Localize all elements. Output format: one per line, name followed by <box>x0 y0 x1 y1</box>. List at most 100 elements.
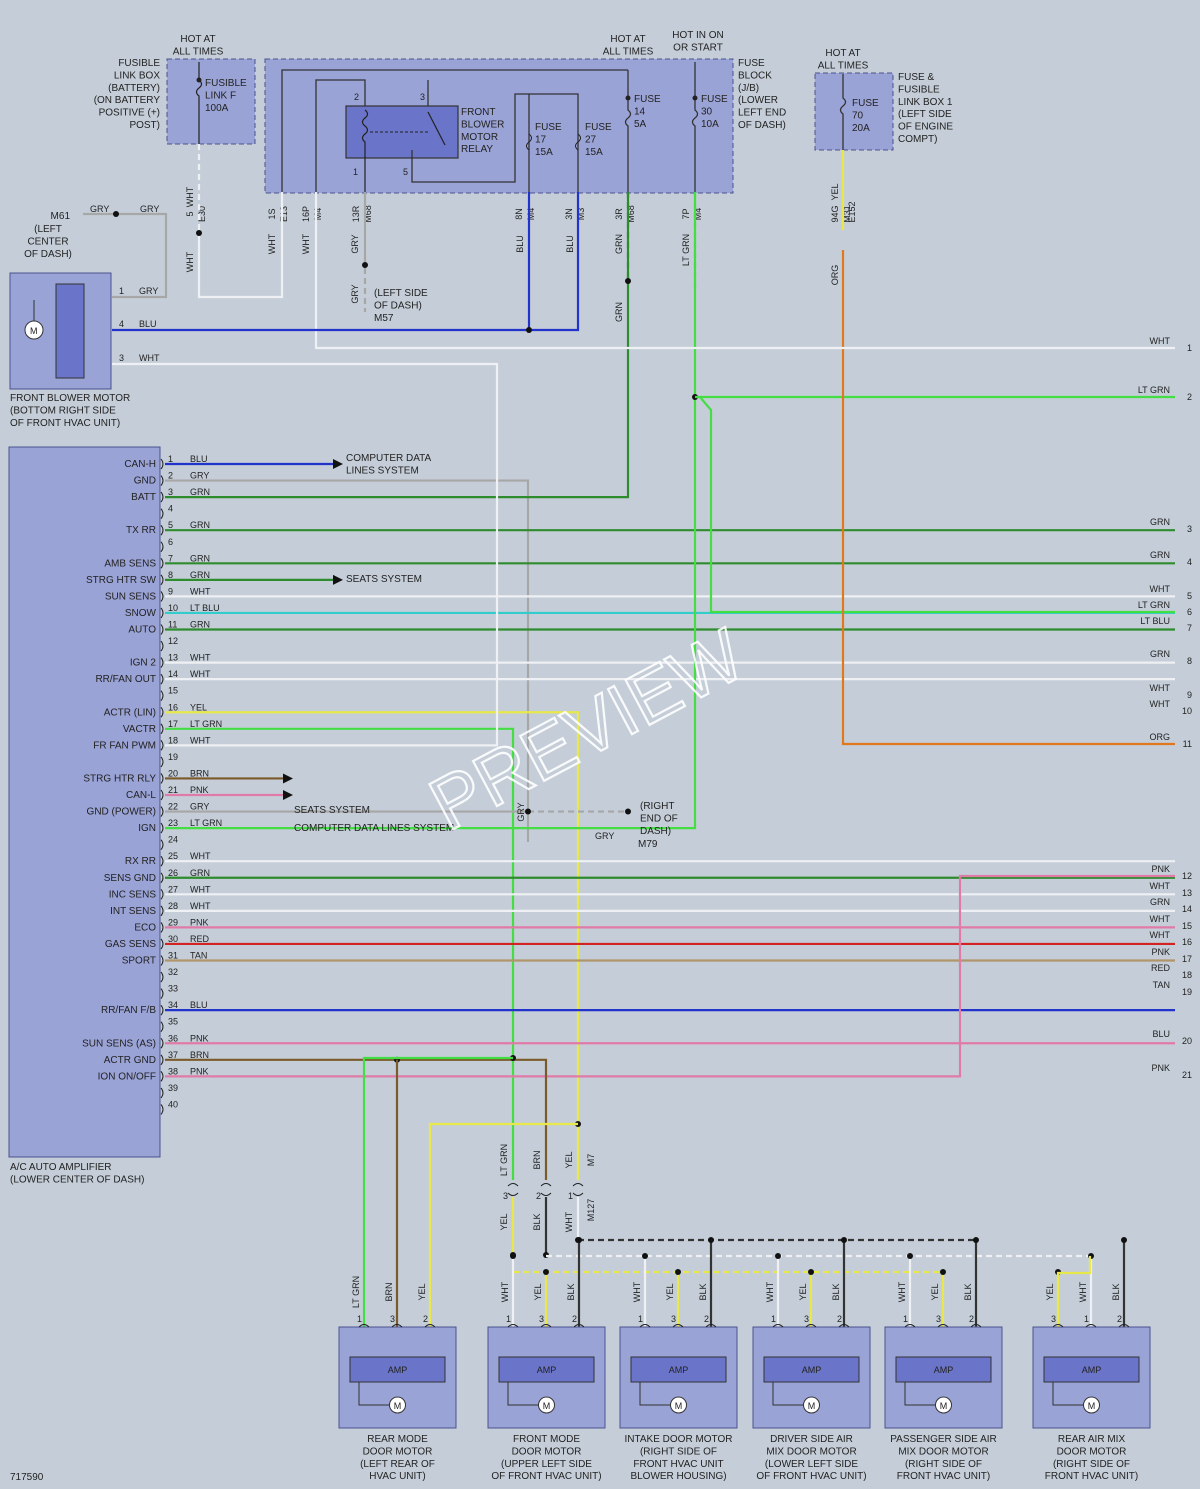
door-motor-terminal <box>937 1324 949 1328</box>
amp-pin-label: STRG HTR SW <box>86 575 157 586</box>
right-edge-number: 12 <box>1182 871 1192 881</box>
pin-terminal <box>160 1037 164 1049</box>
wire <box>165 727 515 1180</box>
wire-color-label: GRY <box>90 204 109 214</box>
pin-terminal <box>160 491 164 503</box>
amp-wire-color: YEL <box>190 702 207 712</box>
amp-pin-label: STRG HTR RLY <box>83 773 156 784</box>
amp-pin-number: 32 <box>168 967 178 977</box>
amp-pin-label: SPORT <box>122 956 156 967</box>
connector-pin: 16P <box>301 206 311 222</box>
door-motor-pin: 1 <box>1084 1314 1089 1324</box>
door-motor-terminal <box>805 1324 817 1328</box>
right-edge-number: 18 <box>1182 970 1192 980</box>
pin-terminal <box>160 1054 164 1066</box>
connector-pin: 3R <box>614 208 624 220</box>
pin-terminal <box>160 1104 164 1115</box>
door-motor-pin: 1 <box>771 1314 776 1324</box>
amp-pin-label: IGN <box>138 823 156 834</box>
wire <box>165 711 580 1180</box>
wire <box>165 1058 548 1180</box>
right-edge-color: PNK <box>1151 947 1170 957</box>
m127-terminal <box>540 1183 552 1196</box>
right-edge-color: TAN <box>1153 980 1170 990</box>
right-edge-number: 19 <box>1182 987 1192 997</box>
junction-dot <box>625 808 631 815</box>
amp-pin-number: 40 <box>168 1099 178 1109</box>
door-motor-pin: 1 <box>506 1314 511 1324</box>
pin-terminal <box>160 607 164 619</box>
amp-pin-number: 8 <box>168 570 173 580</box>
motor-leads <box>1052 1382 1084 1406</box>
junction-dot <box>526 327 532 333</box>
connector-code: M31 <box>842 205 852 223</box>
amp-wire-color: GRY <box>190 471 209 481</box>
wire <box>314 192 1175 350</box>
wire <box>362 1056 513 1330</box>
m79-label: M79 <box>638 839 658 850</box>
amp-pin-number: 33 <box>168 984 178 994</box>
wire-color-label: BLU <box>565 235 575 253</box>
wire <box>83 212 168 299</box>
relay-switch-arm <box>427 111 446 146</box>
junction-dot <box>775 1253 781 1259</box>
amp-pin-label: RR/FAN F/B <box>101 1005 156 1016</box>
wire-color-label: GRY <box>350 284 360 303</box>
amp-wire-color: WHT <box>190 884 211 894</box>
wire-color-label: GRY <box>516 802 526 821</box>
door-motor-terminal <box>540 1324 552 1328</box>
pin-terminal <box>160 773 164 784</box>
connector-code: E152 <box>847 201 857 222</box>
amp-pin-label: ION ON/OFF <box>98 1071 156 1082</box>
right-edge-number: 6 <box>1187 607 1192 617</box>
connector-code: M68 <box>626 205 636 223</box>
m127-pin: 3 <box>503 1191 508 1201</box>
relay-feed <box>315 79 366 192</box>
amp-pin-number: 13 <box>168 653 178 663</box>
wire-color-label: ORG <box>830 265 840 286</box>
door-motor-pin: 1 <box>903 1314 908 1324</box>
door-motor-terminal <box>838 1324 850 1328</box>
relay-switch-output <box>411 93 579 192</box>
motor-m: M <box>940 1401 948 1411</box>
amp-pin-number: 6 <box>168 537 173 547</box>
pin-terminal <box>160 988 164 999</box>
right-edge-number: 1 <box>1187 343 1192 353</box>
right-edge-number: 10 <box>1182 706 1192 716</box>
pin-terminal <box>160 1021 164 1033</box>
pin-terminal <box>160 475 164 486</box>
amp-wire-color: GRN <box>190 487 210 497</box>
amp-wire-color: WHT <box>190 669 211 679</box>
amp-pin-number: 25 <box>168 851 178 861</box>
right-edge-number: 14 <box>1182 904 1192 914</box>
wire-color-label: BLK <box>1111 1283 1121 1300</box>
right-edge-number: 3 <box>1187 524 1192 534</box>
amp-wire-color: PNK <box>190 1033 209 1043</box>
connector-pin: 5 <box>185 211 195 216</box>
blower-motor-m: M <box>30 326 38 336</box>
amp-wire-color: GRN <box>190 553 210 563</box>
pin-terminal <box>160 955 164 966</box>
amp-wire-color: GRY <box>190 802 209 812</box>
amp-pin-number: 24 <box>168 835 178 845</box>
pin-terminal <box>160 839 164 850</box>
right-edge-color: LT BLU <box>1140 616 1170 626</box>
junction-dot <box>642 1253 648 1259</box>
connector-pin: 13R <box>351 205 361 222</box>
amp-pin-label: SENS GND <box>104 873 156 884</box>
pin-terminal <box>160 657 164 668</box>
right-edge-color: GRN <box>1150 897 1170 907</box>
pin-terminal <box>160 508 164 519</box>
m57-label: M57 <box>374 313 394 324</box>
wire-color-label: YEL <box>1045 1283 1055 1300</box>
arrow-icon <box>333 574 343 585</box>
